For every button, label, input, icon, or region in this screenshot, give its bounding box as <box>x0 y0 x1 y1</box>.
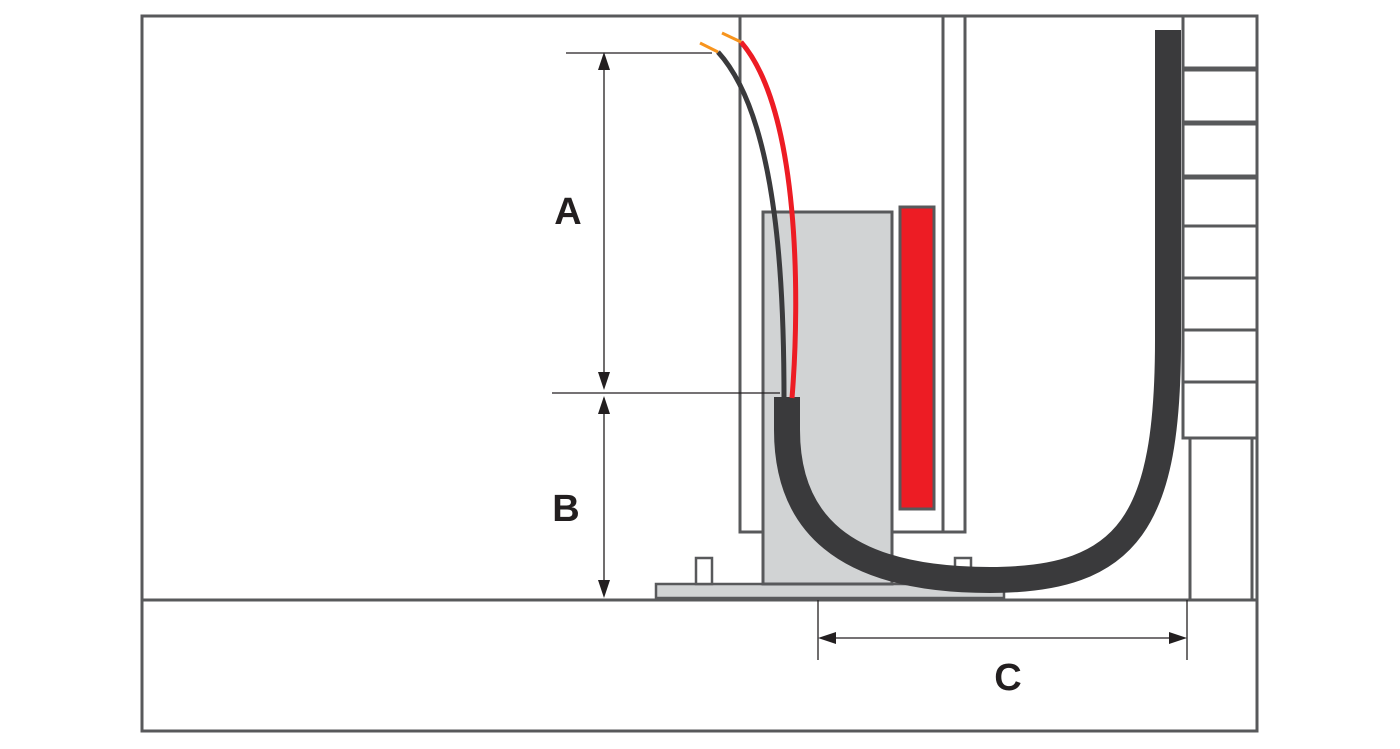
base-plate <box>654 556 1006 600</box>
dimension-a: A <box>554 52 712 390</box>
dimension-b-label: B <box>552 488 579 530</box>
dimension-a-label: A <box>554 191 581 233</box>
dimension-c-label: C <box>994 657 1021 699</box>
black-wire <box>716 50 787 399</box>
red-wire <box>739 40 799 399</box>
black-wire-tip <box>699 41 719 54</box>
right-wall-blocks <box>1181 14 1259 600</box>
heating-element <box>898 205 936 511</box>
wall-frame <box>140 14 1259 733</box>
dimension-c: C <box>817 600 1188 699</box>
red-wire-tip <box>721 31 742 44</box>
cable-jacket <box>774 30 1181 594</box>
dimension-b: B <box>552 392 780 598</box>
